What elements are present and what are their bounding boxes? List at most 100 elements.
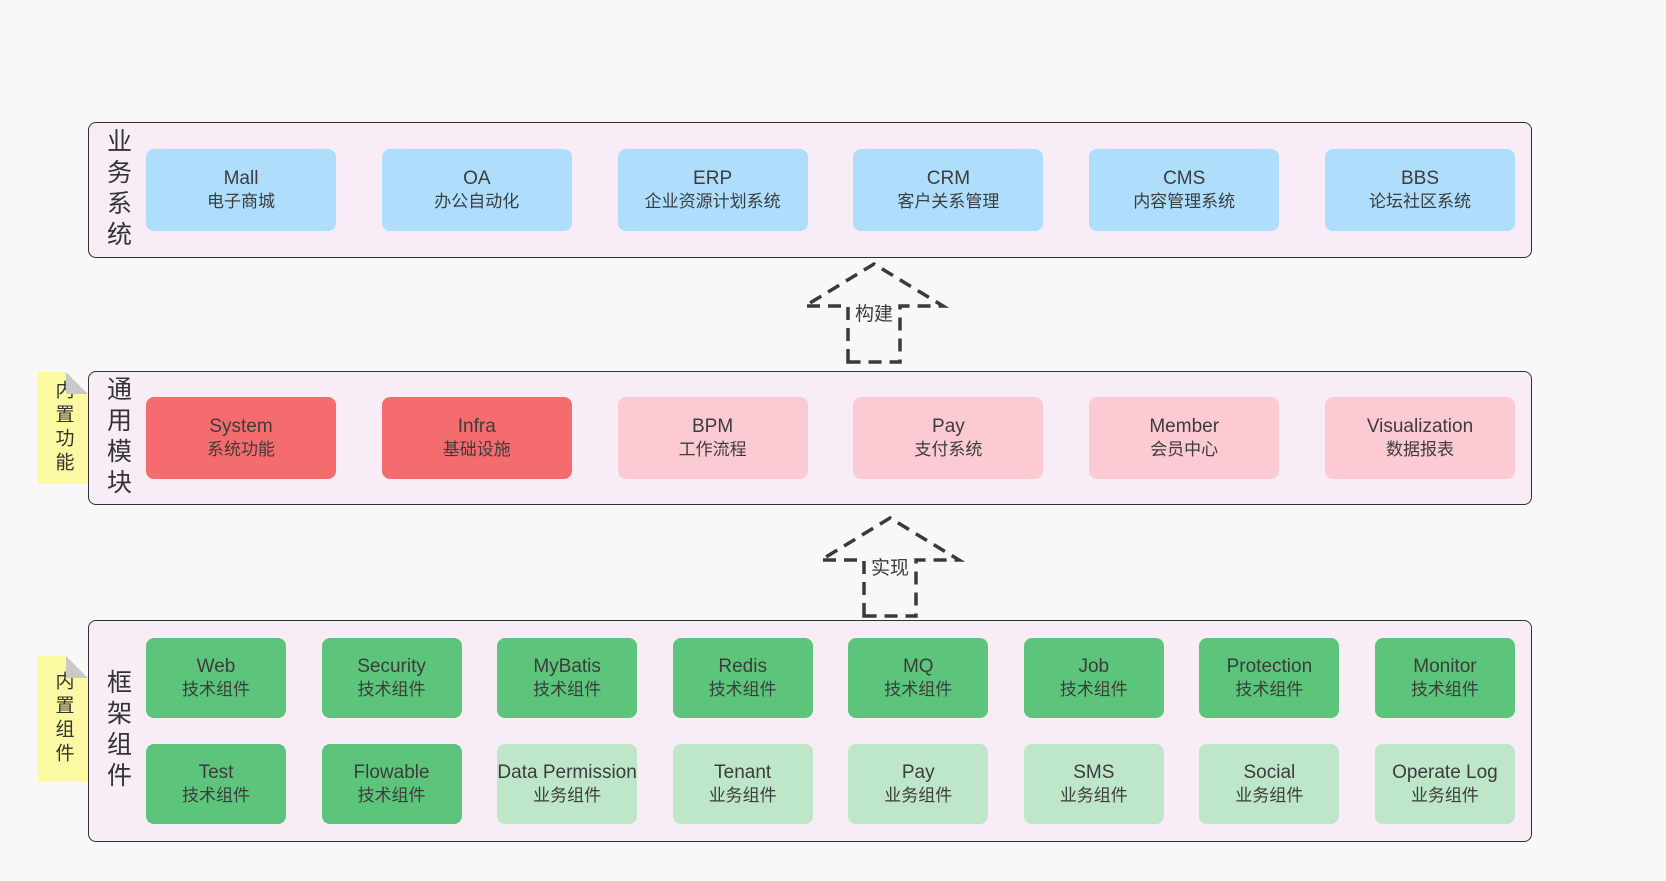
- box-title: ERP: [693, 167, 733, 189]
- box-title: CMS: [1163, 167, 1206, 189]
- layer-label: 业务系统: [103, 128, 132, 252]
- box-title: OA: [463, 167, 491, 189]
- box-title: Infra: [457, 415, 496, 437]
- box-mall: Mall 电子商城: [146, 149, 336, 231]
- box-cms: CMS 内容管理系统: [1089, 149, 1280, 231]
- box-subtitle: 技术组件: [357, 786, 426, 806]
- tech-components-row: Web 技术组件 Security 技术组件 MyBatis 技术组件 Redi…: [146, 638, 1515, 718]
- box-redis: Redis 技术组件: [672, 638, 813, 718]
- layer-label-rail: 业务系统: [89, 123, 146, 257]
- box-title: CRM: [926, 167, 971, 189]
- box-subtitle: 工作流程: [678, 440, 747, 460]
- box-subtitle: 技术组件: [533, 680, 602, 700]
- box-job: Job 技术组件: [1023, 638, 1164, 718]
- box-system: System 系统功能: [146, 397, 336, 479]
- box-title: Pay: [901, 761, 935, 783]
- box-mybatis: MyBatis 技术组件: [497, 638, 638, 718]
- box-title: Protection: [1226, 655, 1313, 677]
- box-title: Monitor: [1413, 655, 1477, 677]
- common-modules-row: System 系统功能 Infra 基础设施 BPM 工作流程 Pay 支付系统…: [146, 372, 1515, 504]
- box-title: Visualization: [1366, 415, 1474, 437]
- box-infra: Infra 基础设施: [381, 397, 572, 479]
- box-title: Pay: [932, 415, 965, 437]
- framework-components-grid: Web 技术组件 Security 技术组件 MyBatis 技术组件 Redi…: [146, 621, 1515, 841]
- box-title: System: [209, 415, 273, 437]
- box-title: Redis: [718, 655, 767, 677]
- box-subtitle: 业务组件: [884, 786, 953, 806]
- box-title: BBS: [1400, 167, 1439, 189]
- sticky-note-builtin-features: 内置功能: [38, 372, 88, 484]
- box-crm: CRM 客户关系管理: [853, 149, 1044, 231]
- box-subtitle: 业务组件: [533, 786, 602, 806]
- box-subtitle: 业务组件: [708, 786, 777, 806]
- box-bpm: BPM 工作流程: [617, 397, 808, 479]
- box-title: Web: [196, 655, 236, 677]
- panel-business-systems: 业务系统 Mall 电子商城 OA 办公自动化 ERP 企业资源计划系统 CRM…: [88, 122, 1532, 258]
- layer-label: 框架组件: [103, 669, 132, 793]
- box-title: Mall: [223, 167, 259, 189]
- box-visualization: Visualization 数据报表: [1324, 397, 1515, 479]
- box-pay-system: Pay 支付系统: [853, 397, 1044, 479]
- box-mq: MQ 技术组件: [848, 638, 989, 718]
- box-title: BPM: [692, 415, 734, 437]
- panel-framework-components: 框架组件 Web 技术组件 Security 技术组件 MyBatis 技术组件…: [88, 620, 1532, 842]
- box-subtitle: 技术组件: [1235, 680, 1304, 700]
- box-title: Flowable: [353, 761, 430, 783]
- sticky-note-label: 内置组件: [52, 671, 74, 767]
- box-subtitle: 技术组件: [884, 680, 953, 700]
- box-subtitle: 支付系统: [914, 440, 983, 460]
- box-subtitle: 客户关系管理: [897, 192, 1000, 212]
- box-title: Member: [1149, 415, 1220, 437]
- box-title: Tenant: [714, 761, 772, 783]
- box-data-permission: Data Permission 业务组件: [497, 744, 638, 824]
- box-member: Member 会员中心: [1089, 397, 1280, 479]
- box-subtitle: 技术组件: [182, 786, 250, 806]
- box-title: Security: [357, 655, 426, 677]
- box-title: Data Permission: [497, 761, 637, 783]
- box-subtitle: 基础设施: [442, 440, 511, 460]
- box-subtitle: 论坛社区系统: [1368, 192, 1471, 212]
- box-title: Test: [198, 761, 234, 783]
- biz-components-row: Test 技术组件 Flowable 技术组件 Data Permission …: [146, 744, 1515, 824]
- box-subtitle: 会员中心: [1150, 440, 1219, 460]
- box-pay-component: Pay 业务组件: [848, 744, 989, 824]
- layer-label-rail: 通用模块: [89, 372, 146, 504]
- box-subtitle: 业务组件: [1059, 786, 1128, 806]
- box-security: Security 技术组件: [321, 638, 462, 718]
- box-title: MQ: [902, 655, 934, 677]
- box-title: Operate Log: [1392, 761, 1498, 783]
- sticky-note-label: 内置功能: [52, 380, 74, 476]
- build-arrow-label: 构建: [851, 298, 897, 327]
- box-subtitle: 内容管理系统: [1133, 192, 1236, 212]
- box-protection: Protection 技术组件: [1199, 638, 1340, 718]
- box-subtitle: 业务组件: [1235, 786, 1304, 806]
- sticky-note-builtin-components: 内置组件: [38, 656, 88, 782]
- box-subtitle: 办公自动化: [434, 192, 520, 212]
- box-operate-log: Operate Log 业务组件: [1374, 744, 1515, 824]
- box-title: SMS: [1073, 761, 1115, 783]
- box-flowable: Flowable 技术组件: [321, 744, 462, 824]
- box-title: MyBatis: [533, 655, 601, 677]
- box-subtitle: 技术组件: [1410, 680, 1479, 700]
- implement-arrow-label: 实现: [867, 552, 913, 581]
- box-subtitle: 企业资源计划系统: [644, 192, 781, 212]
- box-title: Social: [1243, 761, 1296, 783]
- box-tenant: Tenant 业务组件: [672, 744, 813, 824]
- implement-arrow: 实现: [815, 514, 965, 618]
- layer-label: 通用模块: [103, 376, 132, 500]
- box-title: Job: [1078, 655, 1110, 677]
- box-subtitle: 技术组件: [182, 680, 250, 700]
- box-subtitle: 电子商城: [207, 192, 275, 212]
- box-subtitle: 技术组件: [357, 680, 426, 700]
- business-systems-row: Mall 电子商城 OA 办公自动化 ERP 企业资源计划系统 CRM 客户关系…: [146, 123, 1515, 257]
- build-arrow: 构建: [799, 260, 949, 364]
- box-oa: OA 办公自动化: [381, 149, 572, 231]
- box-subtitle: 系统功能: [207, 440, 275, 460]
- box-subtitle: 技术组件: [1059, 680, 1128, 700]
- box-subtitle: 业务组件: [1410, 786, 1479, 806]
- dashed-up-arrow-icon: [815, 515, 965, 618]
- box-bbs: BBS 论坛社区系统: [1324, 149, 1515, 231]
- box-subtitle: 数据报表: [1385, 440, 1454, 460]
- box-erp: ERP 企业资源计划系统: [617, 149, 808, 231]
- box-test: Test 技术组件: [146, 744, 286, 824]
